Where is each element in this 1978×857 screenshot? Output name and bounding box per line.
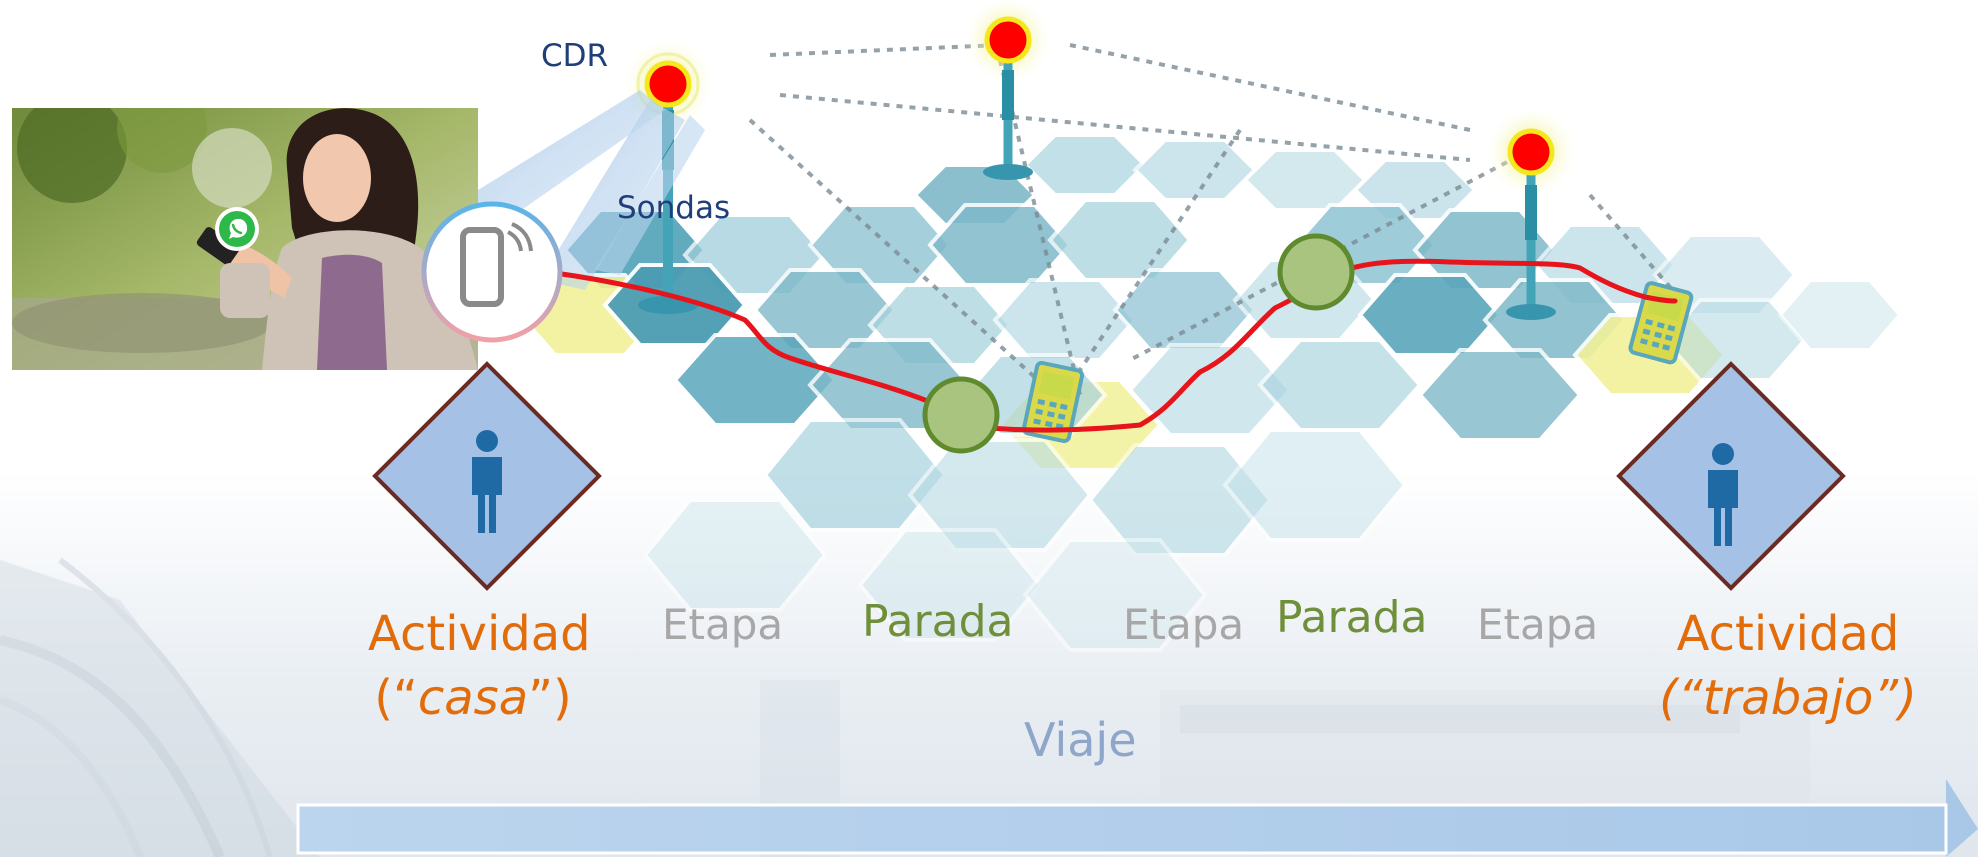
person-icon	[1708, 443, 1738, 546]
cell-tower-icon	[1483, 104, 1579, 320]
etapa-label-1: Etapa	[662, 600, 784, 649]
user-photo	[12, 108, 478, 370]
parada-label-2: Parada	[1276, 592, 1428, 643]
background-city-photo	[0, 557, 1810, 857]
stop-marker-1	[922, 376, 1000, 454]
mobile-phone-icon	[1021, 360, 1085, 444]
trip-route	[552, 258, 1678, 433]
cell-tower-icon	[962, 0, 1054, 180]
activity-home-title: Actividad	[368, 606, 591, 662]
viaje-label: Viaje	[1024, 713, 1137, 767]
etapa-label-2: Etapa	[1123, 600, 1245, 649]
cdr-label: CDR	[541, 38, 609, 74]
probe-signal-beams	[470, 90, 705, 290]
activity-home-place: (“casa”)	[374, 670, 572, 726]
activity-work-title: Actividad	[1676, 606, 1900, 662]
person-icon	[472, 430, 502, 533]
trip-arrow	[296, 779, 1978, 857]
activity-home-diamond	[372, 361, 602, 591]
activity-work-label: Actividad (“trabajo”)	[1658, 602, 1918, 730]
activity-work-place: (“trabajo”)	[1659, 670, 1917, 726]
hex-cell-grid	[517, 133, 1903, 652]
activity-work-diamond	[1616, 361, 1846, 591]
whatsapp-icon	[215, 207, 259, 251]
parada-label-1: Parada	[862, 596, 1014, 647]
stop-marker-2	[1277, 233, 1355, 311]
activity-home-label: Actividad (“casa”)	[368, 602, 591, 730]
etapa-label-3: Etapa	[1477, 600, 1599, 649]
sondas-label: Sondas	[617, 190, 731, 226]
smartphone-icon	[421, 201, 563, 343]
